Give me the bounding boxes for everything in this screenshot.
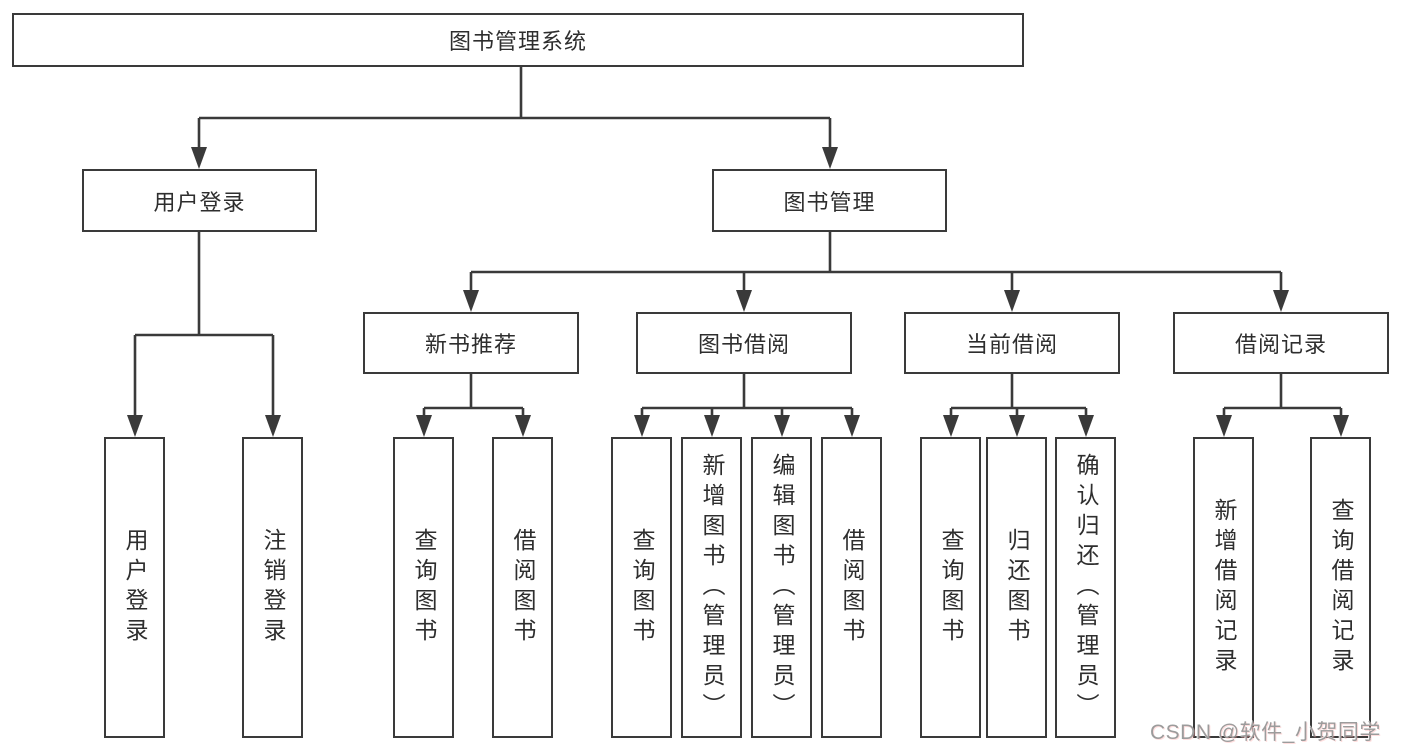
leaf-nb-query-books-label: 查询图书 — [411, 527, 437, 648]
leaf-cb-confirm-return-admin: 确认归还（管理员） — [1055, 437, 1116, 738]
leaf-bb-borrow-books: 借阅图书 — [821, 437, 882, 738]
node-book-borrowing-label: 图书借阅 — [697, 332, 790, 357]
node-borrow-records: 借阅记录 — [1173, 312, 1389, 374]
node-new-book-recommend: 新书推荐 — [363, 312, 579, 374]
leaf-cb-confirm-return-admin-label: 确认归还（管理员） — [1073, 452, 1099, 723]
leaf-bb-add-books-admin-label: 新增图书（管理员） — [699, 452, 725, 723]
node-book-management-label: 图书管理 — [783, 189, 876, 215]
node-borrow-records-label: 借阅记录 — [1234, 332, 1327, 357]
leaf-br-query-record: 查询借阅记录 — [1310, 437, 1371, 738]
node-user-login: 用户登录 — [82, 169, 317, 232]
leaf-user-login-label: 用户登录 — [122, 527, 148, 648]
leaf-bb-borrow-books-label: 借阅图书 — [839, 527, 865, 648]
leaf-bb-query-books: 查询图书 — [611, 437, 672, 738]
leaf-bb-edit-books-admin-label: 编辑图书（管理员） — [769, 452, 795, 723]
leaf-logout-label: 注销登录 — [260, 527, 286, 648]
leaf-nb-query-books: 查询图书 — [393, 437, 454, 738]
node-root-library-system: 图书管理系统 — [12, 13, 1024, 67]
leaf-bb-query-books-label: 查询图书 — [629, 527, 655, 648]
node-user-login-label: 用户登录 — [153, 189, 246, 215]
node-current-borrowing-label: 当前借阅 — [965, 332, 1058, 357]
leaf-br-add-record: 新增借阅记录 — [1193, 437, 1254, 738]
leaf-bb-edit-books-admin: 编辑图书（管理员） — [751, 437, 812, 738]
leaf-br-add-record-label: 新增借阅记录 — [1211, 497, 1237, 678]
csdn-watermark: CSDN @软件_小贺同学 — [1150, 721, 1381, 744]
leaf-cb-query-books: 查询图书 — [920, 437, 981, 738]
node-book-management: 图书管理 — [712, 169, 947, 232]
node-current-borrowing: 当前借阅 — [904, 312, 1120, 374]
node-root-label: 图书管理系统 — [448, 29, 587, 54]
leaf-bb-add-books-admin: 新增图书（管理员） — [681, 437, 742, 738]
leaf-logout: 注销登录 — [242, 437, 303, 738]
node-book-borrowing: 图书借阅 — [636, 312, 852, 374]
leaf-nb-borrow-books: 借阅图书 — [492, 437, 553, 738]
leaf-nb-borrow-books-label: 借阅图书 — [510, 527, 536, 648]
leaf-cb-return-books-label: 归还图书 — [1004, 527, 1030, 648]
leaf-br-query-record-label: 查询借阅记录 — [1328, 497, 1354, 678]
leaf-user-login: 用户登录 — [104, 437, 165, 738]
leaf-cb-return-books: 归还图书 — [986, 437, 1047, 738]
leaf-cb-query-books-label: 查询图书 — [938, 527, 964, 648]
node-new-book-recommend-label: 新书推荐 — [424, 332, 517, 357]
